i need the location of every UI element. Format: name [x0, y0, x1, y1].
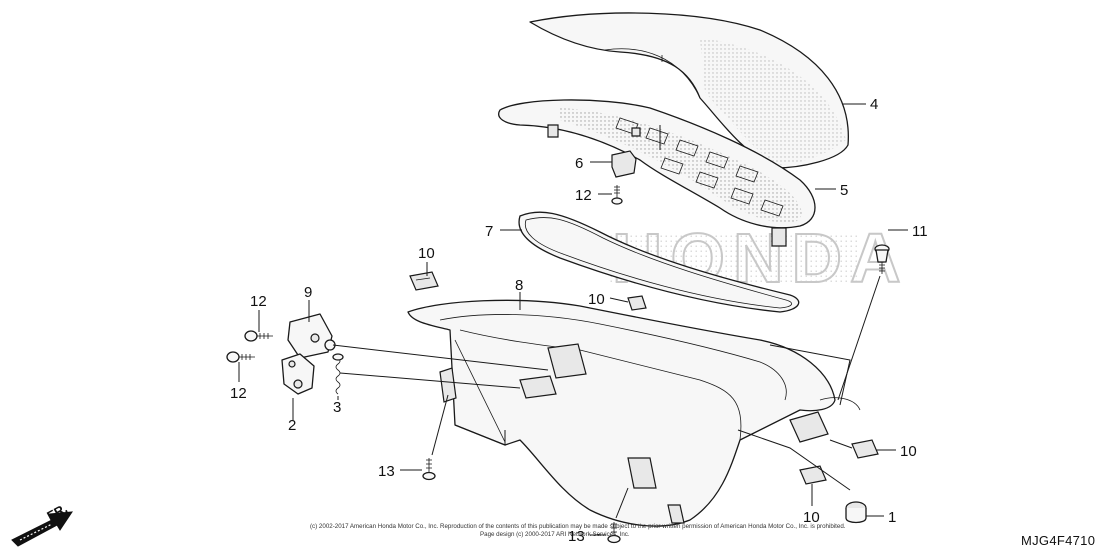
part-10-clip-middle	[627, 295, 647, 311]
part-12-screw-upper	[611, 185, 623, 205]
part-10-clip-bottom	[799, 465, 827, 485]
part-3-spring	[332, 353, 344, 395]
assembly-guide-lines	[332, 125, 881, 519]
callout-11: 11	[912, 223, 928, 240]
drawing-code: MJG4F4710	[1021, 533, 1095, 548]
part-5-seat-frame	[498, 99, 816, 247]
part-13-screw-bottom	[607, 522, 621, 544]
callout-10-bottom: 10	[803, 509, 820, 526]
callout-12-upper: 12	[575, 187, 592, 204]
part-6-clip	[611, 150, 637, 178]
callout-13-left: 13	[378, 463, 395, 480]
part-1-grommet	[845, 501, 867, 524]
part-10-clip-right	[851, 439, 879, 459]
callout-10-top-left: 10	[418, 245, 435, 262]
callout-4: 4	[870, 96, 878, 113]
part-2-latch	[281, 353, 315, 395]
callout-7: 7	[485, 223, 493, 240]
callout-labels: 4 5 6 12 7 10 10 8 9 12 12 2 3 11 10 10 …	[230, 96, 928, 545]
callout-10-right: 10	[900, 443, 917, 460]
callout-1: 1	[888, 509, 896, 526]
callout-leaders	[238, 103, 908, 536]
callout-2: 2	[288, 417, 296, 434]
callout-8: 8	[515, 277, 523, 294]
part-11-bolt	[874, 244, 890, 274]
part-4-seat	[529, 12, 849, 169]
callout-6: 6	[575, 155, 583, 172]
part-8-luggage-box	[407, 299, 861, 527]
callout-12-left-upper: 12	[250, 293, 267, 310]
part-9-bracket	[287, 313, 336, 359]
callout-9: 9	[304, 284, 312, 301]
copyright-line-1: (c) 2002-2017 American Honda Motor Co., …	[310, 523, 846, 530]
callout-5: 5	[840, 182, 848, 199]
part-13-screw-left	[422, 458, 436, 481]
callout-12-left-lower: 12	[230, 385, 247, 402]
callout-13-bottom: 13	[568, 528, 585, 545]
callout-3: 3	[333, 399, 341, 416]
part-12-screw-left-upper	[244, 330, 273, 342]
part-10-clip-top-left	[409, 271, 439, 291]
callout-10-middle: 10	[588, 291, 605, 308]
front-direction-arrow: FR.	[11, 501, 73, 547]
part-7-gasket	[518, 211, 800, 313]
copyright-line-2: Page design (c) 2000-2017 ARI Network Se…	[480, 531, 630, 538]
part-12-screw-left-lower	[226, 351, 255, 363]
